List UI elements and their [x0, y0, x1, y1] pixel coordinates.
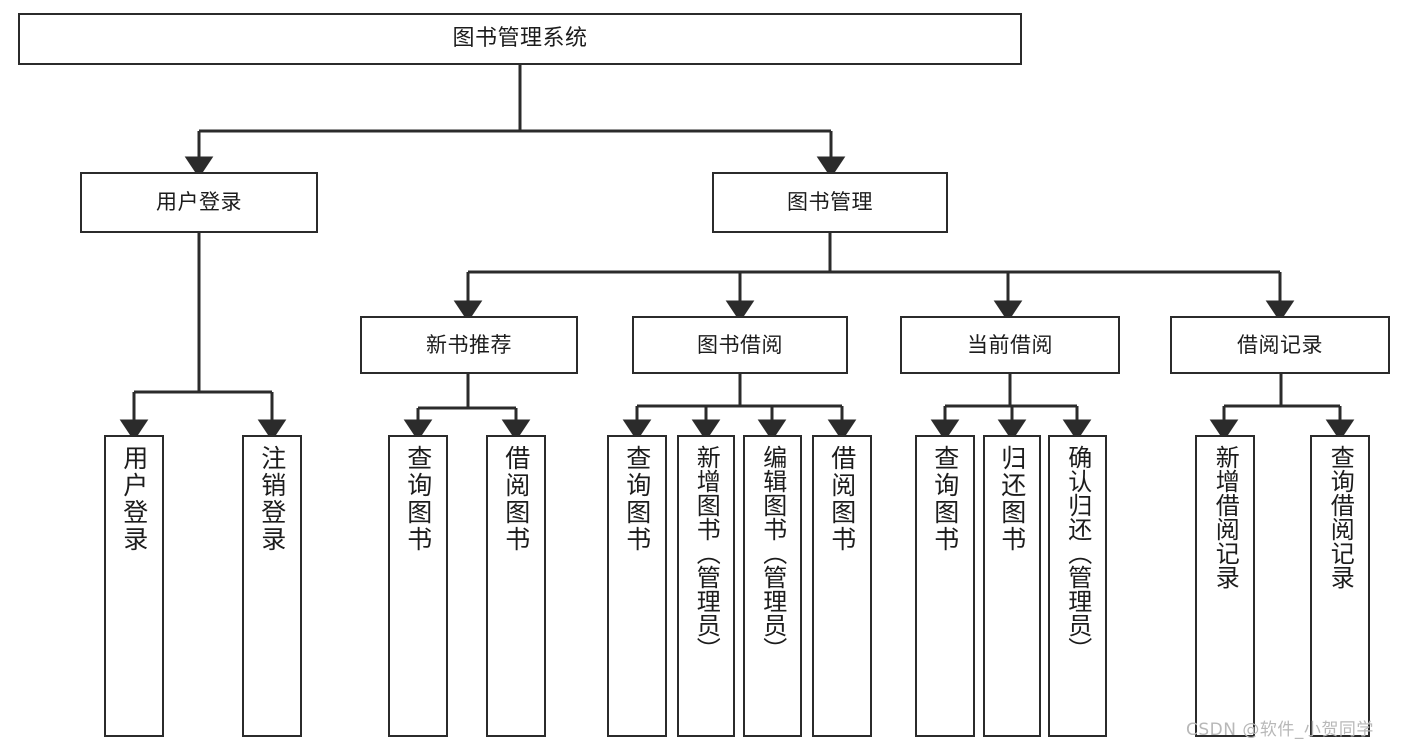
node-leaf-query-book-current[interactable]: 查询图书: [915, 435, 975, 737]
node-new-book-recommend-label: 新书推荐: [426, 332, 512, 357]
node-user-login[interactable]: 用户登录: [80, 172, 318, 233]
node-book-borrow[interactable]: 图书借阅: [632, 316, 848, 374]
node-leaf-logout[interactable]: 注销登录: [242, 435, 302, 737]
node-leaf-borrow-book-recommend-label: 借阅图书: [501, 445, 531, 553]
node-leaf-borrow-book[interactable]: 借阅图书: [812, 435, 872, 737]
node-leaf-query-book-borrow[interactable]: 查询图书: [607, 435, 667, 737]
csdn-watermark: CSDN @软件_小贺同学: [1186, 720, 1374, 740]
node-leaf-add-book-label: 新增图书（管理员）: [692, 445, 721, 661]
node-leaf-query-book-borrow-label: 查询图书: [622, 445, 652, 553]
node-book-manage[interactable]: 图书管理: [712, 172, 948, 233]
node-current-borrow-label: 当前借阅: [967, 332, 1053, 357]
node-current-borrow[interactable]: 当前借阅: [900, 316, 1120, 374]
node-leaf-edit-book-label: 编辑图书（管理员）: [758, 445, 787, 661]
node-leaf-borrow-book-recommend[interactable]: 借阅图书: [486, 435, 546, 737]
node-leaf-edit-book[interactable]: 编辑图书（管理员）: [743, 435, 802, 737]
node-leaf-query-borrow-record[interactable]: 查询借阅记录: [1310, 435, 1370, 737]
node-leaf-add-book[interactable]: 新增图书（管理员）: [677, 435, 735, 737]
node-leaf-user-login-label: 用户登录: [119, 445, 149, 553]
node-leaf-confirm-return-label: 确认归还（管理员）: [1063, 445, 1092, 661]
node-book-borrow-label: 图书借阅: [697, 332, 783, 357]
node-root-label: 图书管理系统: [452, 26, 588, 52]
node-leaf-query-book-current-label: 查询图书: [930, 445, 960, 553]
node-leaf-return-book[interactable]: 归还图书: [983, 435, 1041, 737]
node-leaf-query-borrow-record-label: 查询借阅记录: [1326, 445, 1355, 589]
node-leaf-query-book-recommend-label: 查询图书: [403, 445, 433, 553]
node-borrow-record-label: 借阅记录: [1237, 332, 1323, 357]
node-leaf-return-book-label: 归还图书: [997, 445, 1027, 553]
node-leaf-user-login[interactable]: 用户登录: [104, 435, 164, 737]
node-leaf-borrow-book-label: 借阅图书: [827, 445, 857, 553]
node-borrow-record[interactable]: 借阅记录: [1170, 316, 1390, 374]
node-leaf-logout-label: 注销登录: [257, 445, 287, 553]
node-user-login-label: 用户登录: [156, 190, 242, 215]
node-new-book-recommend[interactable]: 新书推荐: [360, 316, 578, 374]
node-leaf-add-borrow-record[interactable]: 新增借阅记录: [1195, 435, 1255, 737]
node-leaf-confirm-return[interactable]: 确认归还（管理员）: [1048, 435, 1107, 737]
node-leaf-add-borrow-record-label: 新增借阅记录: [1211, 445, 1240, 589]
node-leaf-query-book-recommend[interactable]: 查询图书: [388, 435, 448, 737]
node-book-manage-label: 图书管理: [787, 190, 873, 215]
node-root[interactable]: 图书管理系统: [18, 13, 1022, 65]
